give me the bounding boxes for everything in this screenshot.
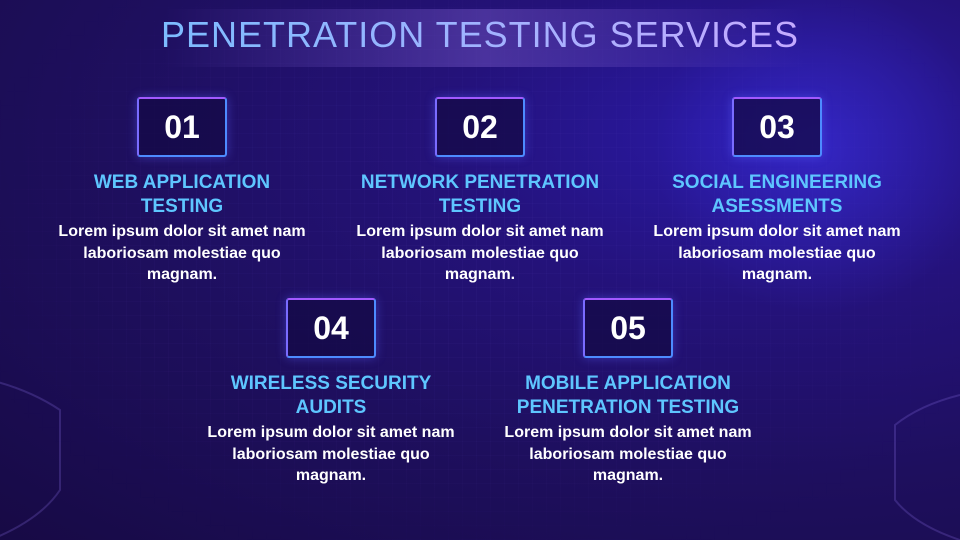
service-description: Lorem ipsum dolor sit amet nam laboriosa… (653, 223, 901, 283)
service-description: Lorem ipsum dolor sit amet nam laboriosa… (58, 223, 306, 283)
service-item-1: 01 WEB APPLICATION TESTING Lorem ipsum d… (52, 97, 312, 286)
service-title: MOBILE APPLICATION PENETRATION TESTING (516, 373, 740, 418)
service-title: WEB APPLICATION TESTING (93, 172, 271, 217)
number-badge: 05 (583, 298, 673, 358)
page-title: PENETRATION TESTING SERVICES (0, 14, 960, 56)
title-band (165, 9, 805, 67)
service-description: Lorem ipsum dolor sit amet nam laboriosa… (356, 223, 604, 283)
number-badge: 04 (286, 298, 376, 358)
service-item-5: 05 MOBILE APPLICATION PENETRATION TESTIN… (498, 298, 758, 487)
shield-outline-right-icon (894, 394, 960, 540)
service-title: SOCIAL ENGINEERING ASESSMENTS (672, 172, 882, 217)
number-badge: 01 (137, 97, 227, 157)
background-glow (640, 0, 960, 330)
service-description: Lorem ipsum dolor sit amet nam laboriosa… (207, 424, 455, 484)
service-description: Lorem ipsum dolor sit amet nam laboriosa… (504, 424, 752, 484)
service-item-3: 03 SOCIAL ENGINEERING ASESSMENTS Lorem i… (647, 97, 907, 286)
service-item-2: 02 NETWORK PENETRATION TESTING Lorem ips… (350, 97, 610, 286)
service-title: NETWORK PENETRATION TESTING (360, 172, 600, 217)
number-badge: 02 (435, 97, 525, 157)
service-item-4: 04 WIRELESS SECURITY AUDITS Lorem ipsum … (201, 298, 461, 487)
shield-outline-left-icon (0, 381, 61, 537)
service-title: WIRELESS SECURITY AUDITS (230, 373, 432, 418)
number-badge: 03 (732, 97, 822, 157)
